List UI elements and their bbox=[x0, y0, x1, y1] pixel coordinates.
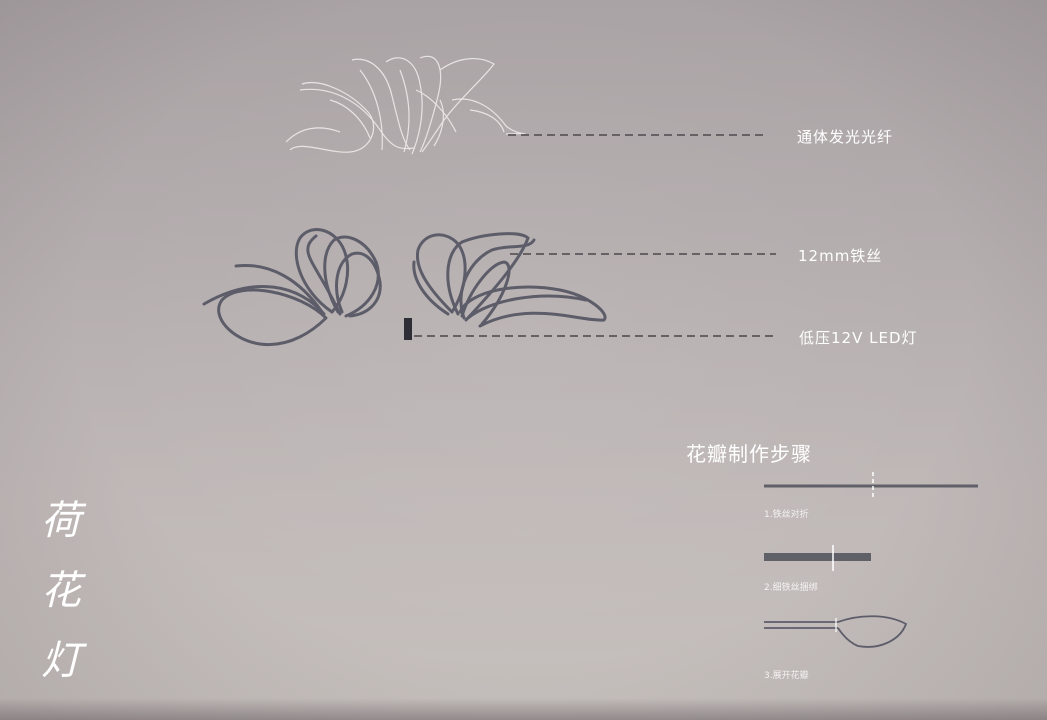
step-caption-2: 2.细铁丝捆绑 bbox=[764, 583, 818, 593]
step-caption-1: 1.铁丝对折 bbox=[764, 510, 809, 520]
left-lotus bbox=[202, 228, 382, 347]
callout-led-label: 低压12V LED灯 bbox=[799, 329, 918, 347]
right-stems bbox=[442, 322, 493, 710]
callout-wire-label: 12mm铁丝 bbox=[798, 247, 883, 265]
right-lotus bbox=[412, 232, 607, 328]
step1-diagram bbox=[764, 472, 978, 498]
fiber-sketch bbox=[285, 55, 526, 155]
steps-title: 花瓣制作步骤 bbox=[686, 442, 812, 466]
step2-diagram bbox=[764, 545, 871, 571]
led-lamp bbox=[404, 318, 412, 340]
step-caption-3: 3.展开花瓣 bbox=[764, 671, 809, 681]
callout-lines bbox=[414, 134, 776, 337]
vertical-title-char-3: 灯 bbox=[41, 638, 81, 684]
vertical-title-char-1: 荷 bbox=[41, 498, 81, 544]
left-stems bbox=[296, 316, 360, 702]
step3-diagram bbox=[764, 615, 908, 648]
vertical-title: 荷 花 灯 bbox=[36, 486, 86, 696]
callout-fiber-label: 通体发光光纤 bbox=[797, 128, 894, 146]
bottom-shade bbox=[0, 698, 1047, 720]
vertical-title-char-2: 花 bbox=[41, 568, 81, 614]
